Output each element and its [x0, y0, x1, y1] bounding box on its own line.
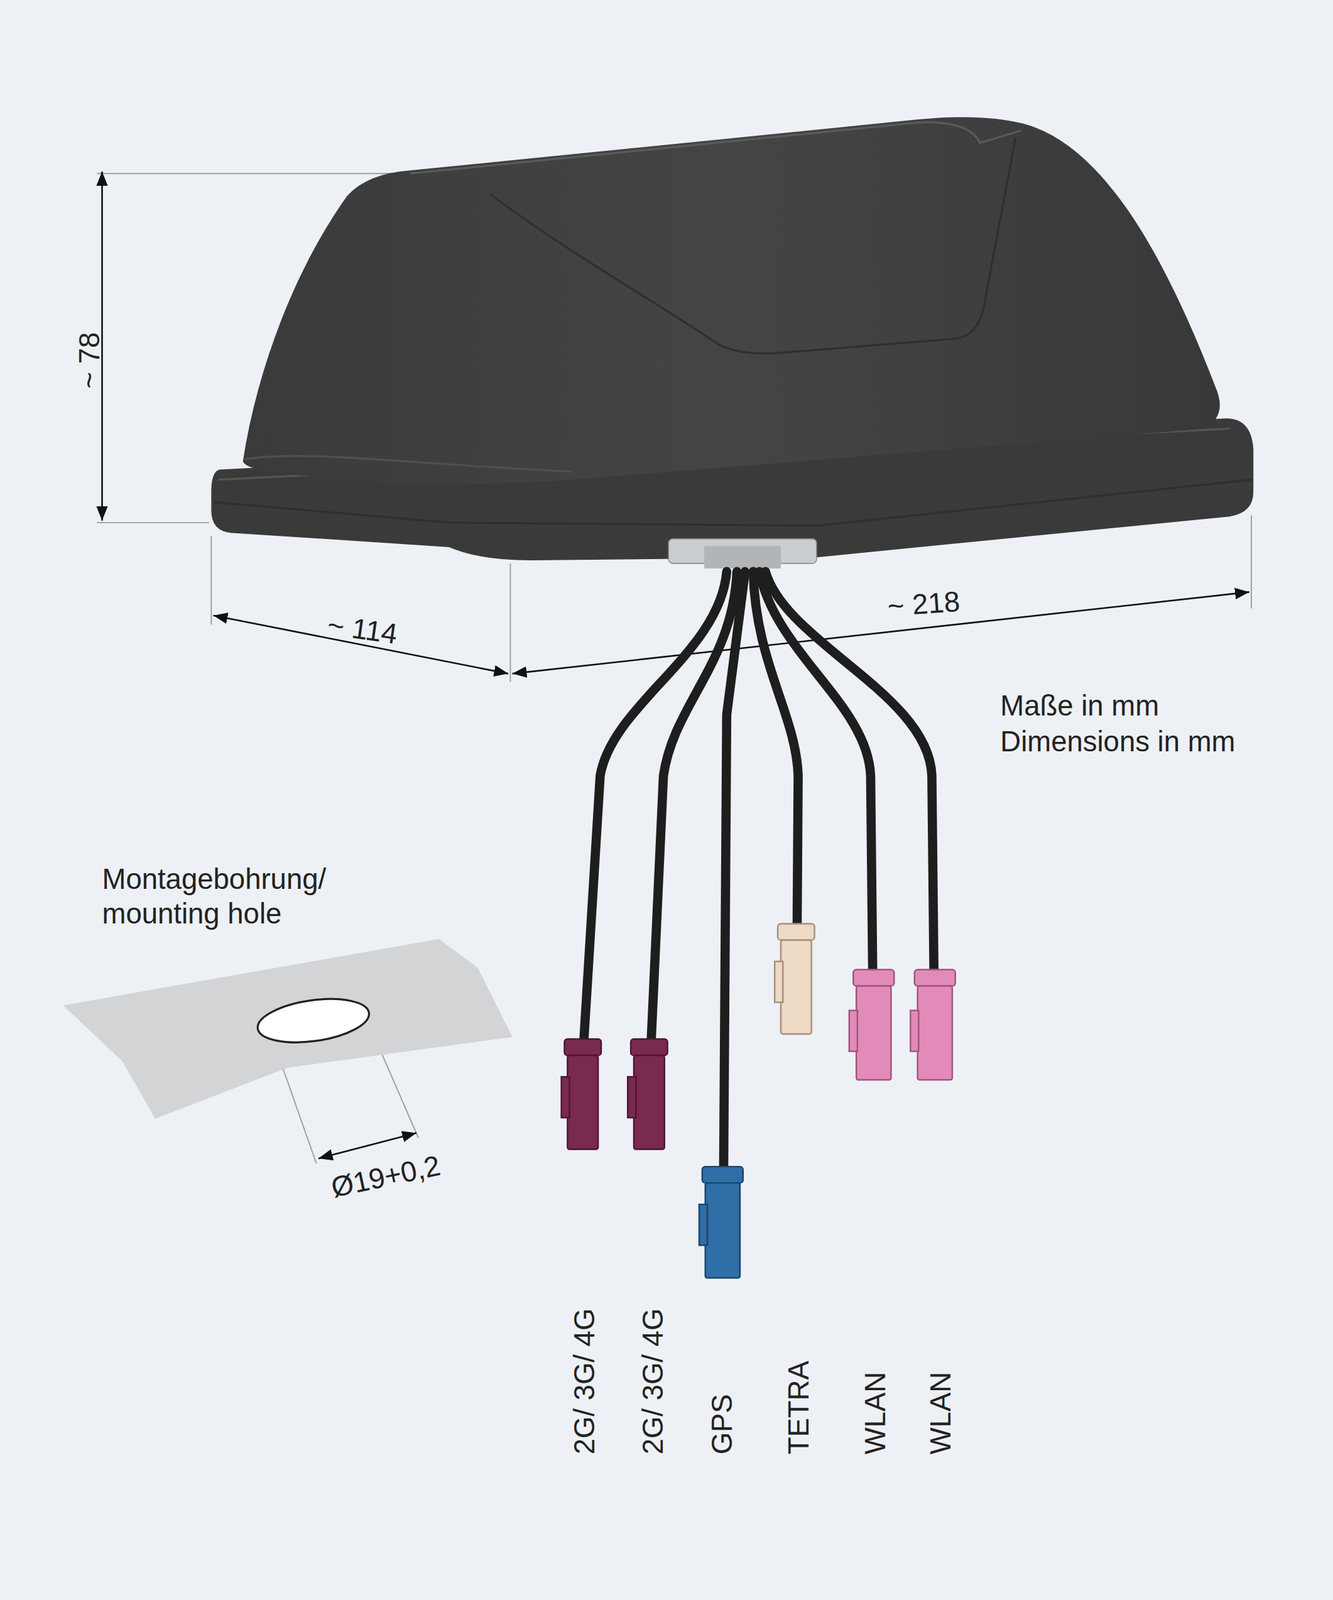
- connector-label: 2G/ 3G/ 4G: [636, 1308, 671, 1455]
- connector-label: 2G/ 3G/ 4G: [567, 1308, 603, 1455]
- connector-label: GPS: [705, 1393, 740, 1455]
- cables: [583, 571, 934, 1170]
- connector-label: TETRA: [782, 1360, 817, 1455]
- units-note: Dimensions in mm: [1000, 724, 1236, 760]
- hole-diameter: Ø19+0,2: [328, 1148, 444, 1205]
- mounting-hole-label: Montagebohrung/ mounting hole: [101, 862, 398, 931]
- antenna-housing: [211, 116, 1254, 569]
- mounting-hole: [63, 939, 513, 1119]
- fakra-connectors: [561, 923, 956, 1278]
- connector-label: WLAN: [924, 1371, 959, 1455]
- units-note: Maße in mm: [1000, 689, 1159, 724]
- connector-label: WLAN: [858, 1371, 894, 1455]
- dimension-height: ~ 78: [72, 332, 108, 389]
- dimension-length: ~ 218: [886, 584, 962, 624]
- dimension-width: ~ 114: [325, 608, 400, 653]
